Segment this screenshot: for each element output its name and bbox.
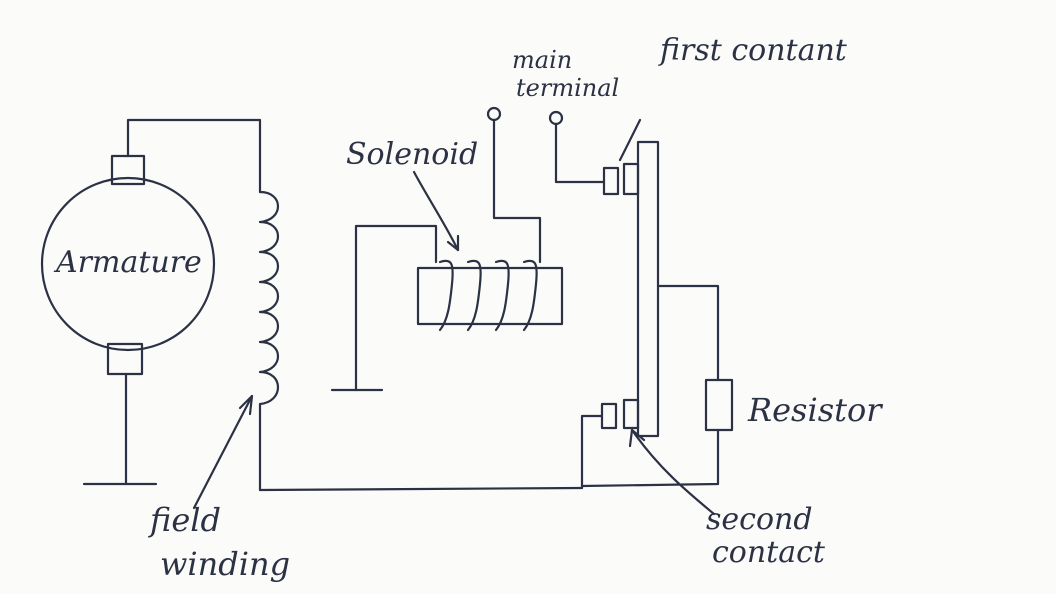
- second-contact-fixed: [600, 402, 618, 430]
- solenoid-turn-4: [522, 259, 538, 332]
- first-contact-moving: [622, 162, 640, 196]
- main-terminal-label-line2: terminal: [516, 74, 620, 102]
- solenoid-turn-1: [438, 259, 454, 332]
- resistor-top-wire: [656, 284, 720, 382]
- plunger-bar: [636, 140, 660, 438]
- main-terminal-label-line1: main: [512, 46, 573, 74]
- solenoid-body: [416, 266, 564, 326]
- first-contact-pointer: [618, 118, 642, 162]
- armature-circle: [40, 176, 216, 352]
- solenoid-left-wire: [354, 224, 438, 392]
- second-contact-pointer: [630, 428, 716, 516]
- solenoid-label: Solenoid: [346, 137, 479, 172]
- second-contact-label-line2: contact: [712, 535, 825, 570]
- bottom-bus-wire: [258, 486, 584, 492]
- first-contact-fixed: [602, 166, 620, 196]
- field-winding-coil: [258, 190, 279, 492]
- second-contact-arrowhead: [628, 428, 646, 448]
- terminal-right: [548, 110, 564, 126]
- first-contact-label: first contant: [660, 33, 847, 68]
- solenoid-turn-3: [494, 259, 510, 332]
- field-winding-label-line2: winding: [160, 545, 291, 583]
- second-contact-wire: [580, 414, 604, 490]
- solenoid-arrowhead: [446, 234, 460, 252]
- field-winding-arrowhead: [238, 394, 254, 416]
- terminal-left: [486, 106, 502, 122]
- resistor-bottom-wire: [580, 428, 720, 488]
- solenoid-turn-2: [466, 259, 482, 332]
- main-terminal-wire: [554, 122, 606, 184]
- field-winding-pointer: [192, 394, 254, 510]
- second-contact-label-line1: second: [706, 502, 813, 537]
- armature-label: Armature: [56, 245, 202, 280]
- field-winding-label-line1: field: [150, 501, 221, 539]
- armature-top-wire: [126, 118, 262, 194]
- second-contact-moving: [622, 398, 640, 430]
- resistor-body: [704, 378, 734, 432]
- solenoid-right-wire: [492, 118, 542, 264]
- solenoid-pointer: [412, 170, 460, 252]
- resistor-label: Resistor: [748, 391, 882, 429]
